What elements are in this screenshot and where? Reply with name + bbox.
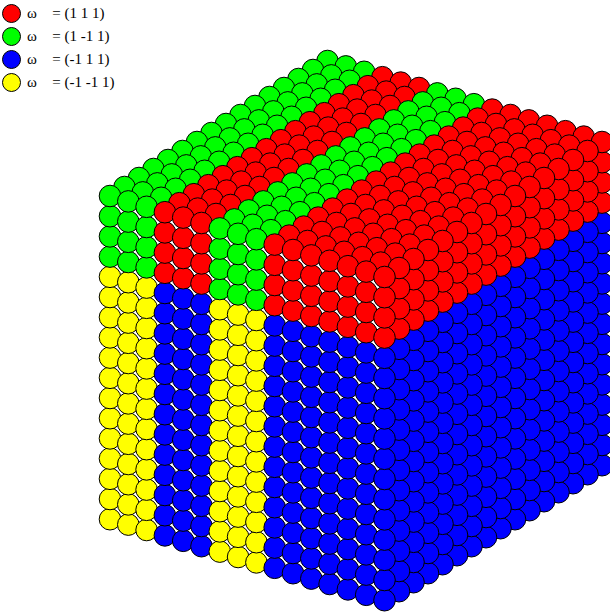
- legend-row: ω⃗ = (-1 -1 1): [2, 71, 114, 94]
- legend-row: ω⃗ = (-1 1 1): [2, 48, 114, 71]
- sphere: [374, 569, 396, 591]
- sphere: [374, 448, 396, 470]
- sphere: [374, 549, 396, 571]
- sphere: [374, 286, 396, 308]
- sphere: [374, 488, 396, 510]
- sphere: [374, 307, 396, 329]
- legend: ω⃗ = (1 1 1) ω⃗ = (1 -1 1) ω⃗ = (-1 1 1) ω⃗…: [2, 2, 114, 94]
- legend-swatch: [2, 73, 21, 92]
- legend-row: ω⃗ = (1 1 1): [2, 2, 114, 25]
- sphere: [374, 327, 396, 349]
- legend-text: ω⃗ = (-1 1 1): [27, 51, 110, 68]
- sphere: [374, 589, 396, 611]
- legend-swatch: [2, 27, 21, 46]
- legend-text: ω⃗ = (1 -1 1): [27, 28, 110, 45]
- sphere: [374, 408, 396, 430]
- legend-row: ω⃗ = (1 -1 1): [2, 25, 114, 48]
- legend-text: ω⃗ = (1 1 1): [27, 5, 105, 22]
- sphere: [374, 428, 396, 450]
- legend-swatch: [2, 50, 21, 69]
- sphere: [374, 367, 396, 389]
- sphere: [374, 468, 396, 490]
- sphere: [374, 509, 396, 531]
- legend-text: ω⃗ = (-1 -1 1): [27, 74, 114, 91]
- sphere: [374, 387, 396, 409]
- sphere: [374, 529, 396, 551]
- sphere: [374, 266, 396, 288]
- sphere: [374, 347, 396, 369]
- legend-swatch: [2, 4, 21, 23]
